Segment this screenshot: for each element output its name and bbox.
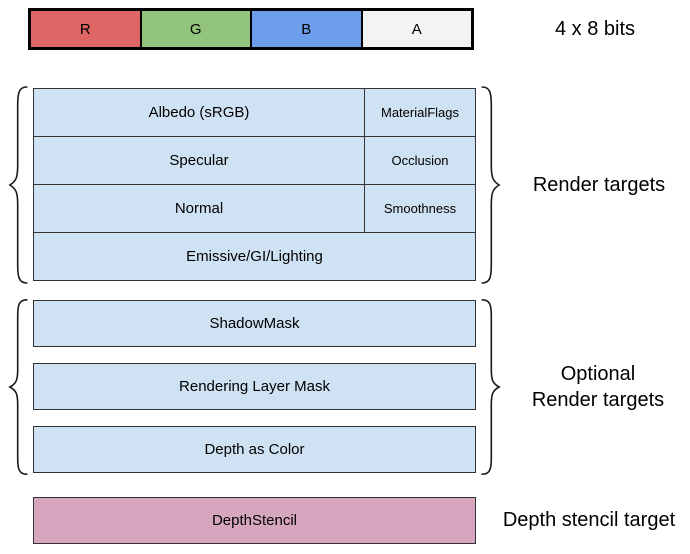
optional-target-box-depth-as-color: Depth as Color <box>33 426 476 473</box>
channel-cell-b: B <box>250 11 361 47</box>
optional-targets-caption-line1: Optional <box>560 363 636 385</box>
left-brace-render-targets <box>6 85 32 285</box>
render-target-main-cell: Emissive/GI/Lighting <box>186 248 323 265</box>
render-target-main-cell: Normal <box>174 200 224 217</box>
rgba-channel-bar: R G B A <box>28 8 474 50</box>
depth-stencil-box: DepthStencil <box>33 497 476 544</box>
right-brace-render-targets <box>477 85 503 285</box>
optional-targets-caption: Optional Render targets <box>503 298 690 476</box>
render-target-row: Specular Occlusion <box>34 136 475 184</box>
channel-cell-r: R <box>31 11 140 47</box>
render-target-main-cell: Albedo (sRGB) <box>148 104 250 121</box>
render-target-row: Emissive/GI/Lighting <box>34 232 475 280</box>
render-target-row: Normal Smoothness <box>34 184 475 232</box>
render-target-row: Albedo (sRGB) MaterialFlags <box>34 89 475 136</box>
depth-stencil-caption: Depth stencil target <box>502 508 676 531</box>
left-brace-optional-targets <box>6 298 32 476</box>
render-target-alpha-cell: Smoothness <box>364 185 475 232</box>
render-target-alpha-cell: MaterialFlags <box>364 89 475 136</box>
optional-targets-caption-line2: Render targets <box>531 389 665 411</box>
render-targets-table: Albedo (sRGB) MaterialFlags Specular Occ… <box>33 88 476 281</box>
optional-target-box-shadowmask: ShadowMask <box>33 300 476 347</box>
channel-cell-g: G <box>139 11 250 47</box>
render-target-main-cell: Specular <box>169 152 229 169</box>
render-target-alpha-cell: Occlusion <box>364 137 475 184</box>
optional-target-box-rendering-layer-mask: Rendering Layer Mask <box>33 363 476 410</box>
channel-cell-a: A <box>360 11 471 47</box>
bits-caption: 4 x 8 bits <box>554 17 636 40</box>
right-brace-optional-targets <box>477 298 503 476</box>
render-targets-caption: Render targets <box>532 173 666 196</box>
